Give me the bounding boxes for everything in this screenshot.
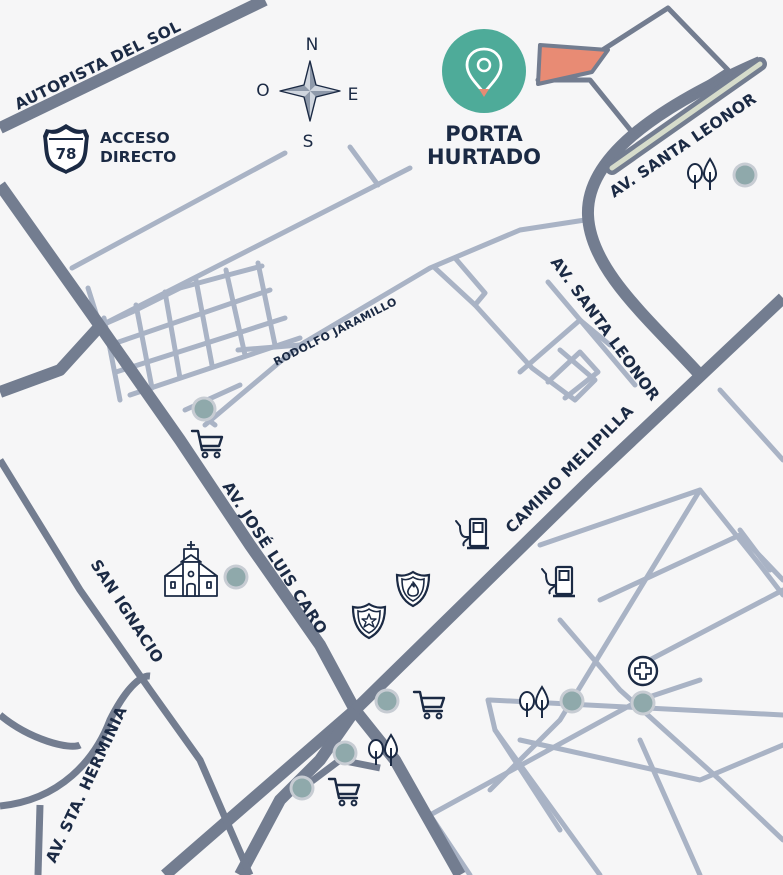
- compass-north: N: [306, 35, 319, 55]
- poi-dot: [223, 564, 249, 590]
- minor-roads: [69, 144, 783, 875]
- poi-dot: [332, 740, 358, 766]
- highway-number: 78: [56, 145, 77, 163]
- highway-label-line-2: DIRECTO: [100, 148, 176, 166]
- compass-south: S: [303, 132, 314, 152]
- rail-line: [605, 57, 767, 175]
- poi-dot: [732, 162, 758, 188]
- highway-shield-icon: 78: [43, 124, 89, 174]
- place-name-line-1: PORTA: [445, 122, 523, 146]
- fire-station-icon: [395, 570, 431, 608]
- church-icon: [164, 541, 218, 597]
- location-pin-icon: [442, 29, 526, 113]
- police-badge-icon: [351, 602, 387, 640]
- poi-dot: [289, 775, 315, 801]
- property-parcel: [536, 43, 610, 86]
- hospital-cross-icon: [627, 655, 659, 687]
- compass-east: E: [348, 85, 359, 105]
- highway-label-line-1: ACCESO: [100, 129, 170, 147]
- poi-dot: [374, 688, 400, 714]
- compass-rose-icon: [279, 60, 341, 122]
- place-name-line-2: HURTADO: [427, 145, 541, 169]
- compass-west: O: [256, 81, 269, 101]
- poi-dot: [559, 688, 585, 714]
- poi-dot: [191, 396, 217, 422]
- poi-dot: [630, 690, 656, 716]
